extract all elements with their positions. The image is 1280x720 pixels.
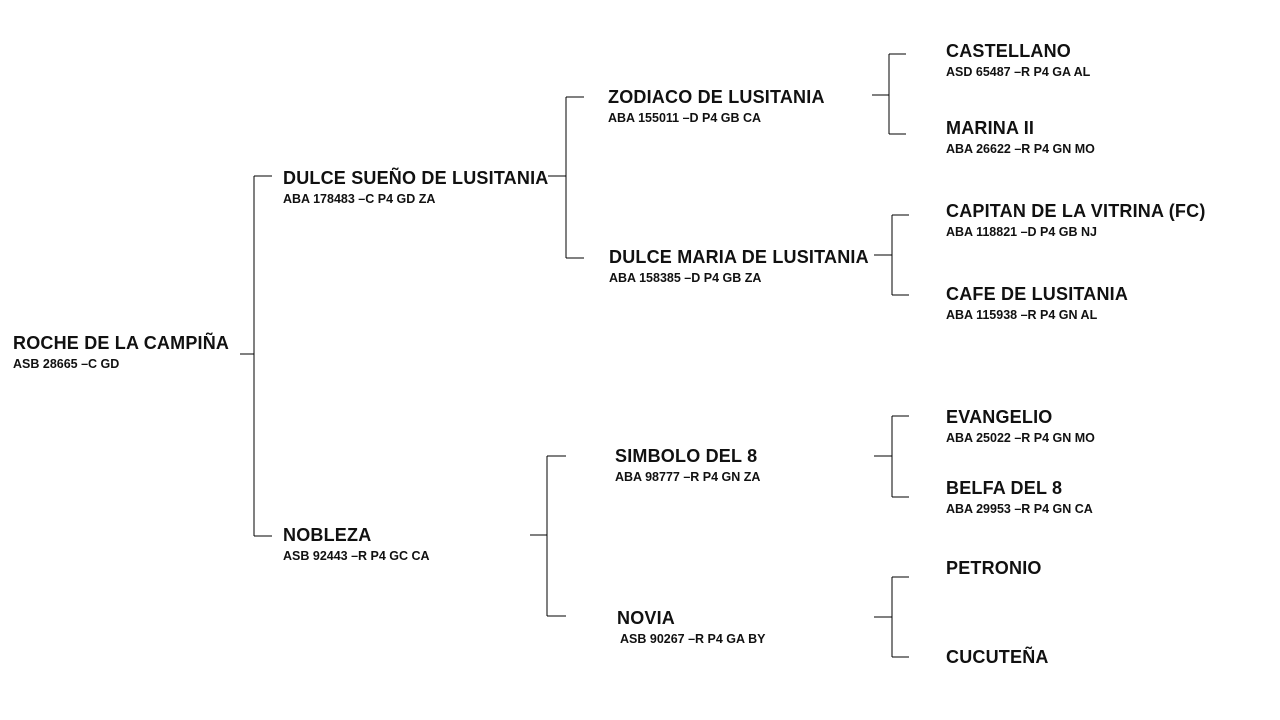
dam-dam-node: NOVIA ASB 90267 –R P4 GA BY (617, 607, 765, 647)
bracket-subject (240, 175, 272, 537)
dd-sire-node: PETRONIO (946, 557, 1042, 579)
bracket-sire-dam (874, 214, 909, 296)
bracket-dam (530, 455, 566, 617)
sd-dam-node: CAFE DE LUSITANIA ABA 115938 –R P4 GN AL (946, 283, 1128, 323)
sire-registration: ABA 178483 –C P4 GD ZA (283, 192, 436, 206)
bracket-sire-sire (872, 53, 906, 135)
bracket-dam-sire (874, 415, 909, 498)
ds-dam-node: BELFA DEL 8 ABA 29953 –R P4 GN CA (946, 477, 1093, 517)
subject-node: ROCHE DE LA CAMPIÑA ASB 28665 –C GD (13, 332, 229, 372)
ss-sire-node: CASTELLANO ASD 65487 –R P4 GA AL (946, 40, 1090, 80)
dd-dam-name: CUCUTEÑA (946, 647, 1049, 667)
ss-sire-name: CASTELLANO (946, 41, 1071, 61)
sire-dam-registration: ABA 158385 –D P4 GB ZA (609, 271, 762, 285)
sire-dam-name: DULCE MARIA DE LUSITANIA (609, 247, 869, 267)
sire-dam-node: DULCE MARIA DE LUSITANIA ABA 158385 –D P… (609, 246, 869, 286)
dam-node: NOBLEZA ASB 92443 –R P4 GC CA (283, 524, 430, 564)
sd-dam-name: CAFE DE LUSITANIA (946, 284, 1129, 304)
dam-registration: ASB 92443 –R P4 GC CA (283, 549, 430, 563)
sd-dam-registration: ABA 115938 –R P4 GN AL (946, 308, 1098, 322)
ds-sire-registration: ABA 25022 –R P4 GN MO (946, 431, 1095, 445)
dam-name: NOBLEZA (283, 525, 372, 545)
ss-dam-name: MARINA II (946, 118, 1035, 138)
sd-sire-name: CAPITAN DE LA VITRINA (FC) (946, 201, 1206, 221)
ss-dam-node: MARINA II ABA 26622 –R P4 GN MO (946, 117, 1095, 157)
sire-sire-registration: ABA 155011 –D P4 GB CA (608, 111, 762, 125)
sd-sire-registration: ABA 118821 –D P4 GB NJ (946, 225, 1098, 239)
ds-dam-name: BELFA DEL 8 (946, 478, 1063, 498)
dam-sire-name: SIMBOLO DEL 8 (615, 446, 758, 466)
ds-sire-node: EVANGELIO ABA 25022 –R P4 GN MO (946, 406, 1095, 446)
dam-dam-name: NOVIA (617, 608, 676, 628)
subject-name: ROCHE DE LA CAMPIÑA (13, 333, 230, 353)
dd-dam-node: CUCUTEÑA (946, 646, 1049, 668)
ds-sire-name: EVANGELIO (946, 407, 1053, 427)
subject-registration: ASB 28665 –C GD (13, 357, 120, 371)
sire-node: DULCE SUEÑO DE LUSITANIA ABA 178483 –C P… (283, 167, 548, 207)
dd-sire-name: PETRONIO (946, 558, 1042, 578)
dam-sire-node: SIMBOLO DEL 8 ABA 98777 –R P4 GN ZA (615, 445, 760, 485)
sd-sire-node: CAPITAN DE LA VITRINA (FC) ABA 118821 –D… (946, 200, 1206, 240)
sire-sire-name: ZODIACO DE LUSITANIA (608, 87, 825, 107)
dam-dam-registration: ASB 90267 –R P4 GA BY (620, 632, 766, 646)
ss-sire-registration: ASD 65487 –R P4 GA AL (946, 65, 1091, 79)
dam-sire-registration: ABA 98777 –R P4 GN ZA (615, 470, 761, 484)
ds-dam-registration: ABA 29953 –R P4 GN CA (946, 502, 1093, 516)
sire-sire-node: ZODIACO DE LUSITANIA ABA 155011 –D P4 GB… (608, 86, 825, 126)
ss-dam-registration: ABA 26622 –R P4 GN MO (946, 142, 1095, 156)
bracket-dam-dam (874, 576, 909, 658)
sire-name: DULCE SUEÑO DE LUSITANIA (283, 168, 549, 188)
bracket-sire (548, 96, 584, 259)
